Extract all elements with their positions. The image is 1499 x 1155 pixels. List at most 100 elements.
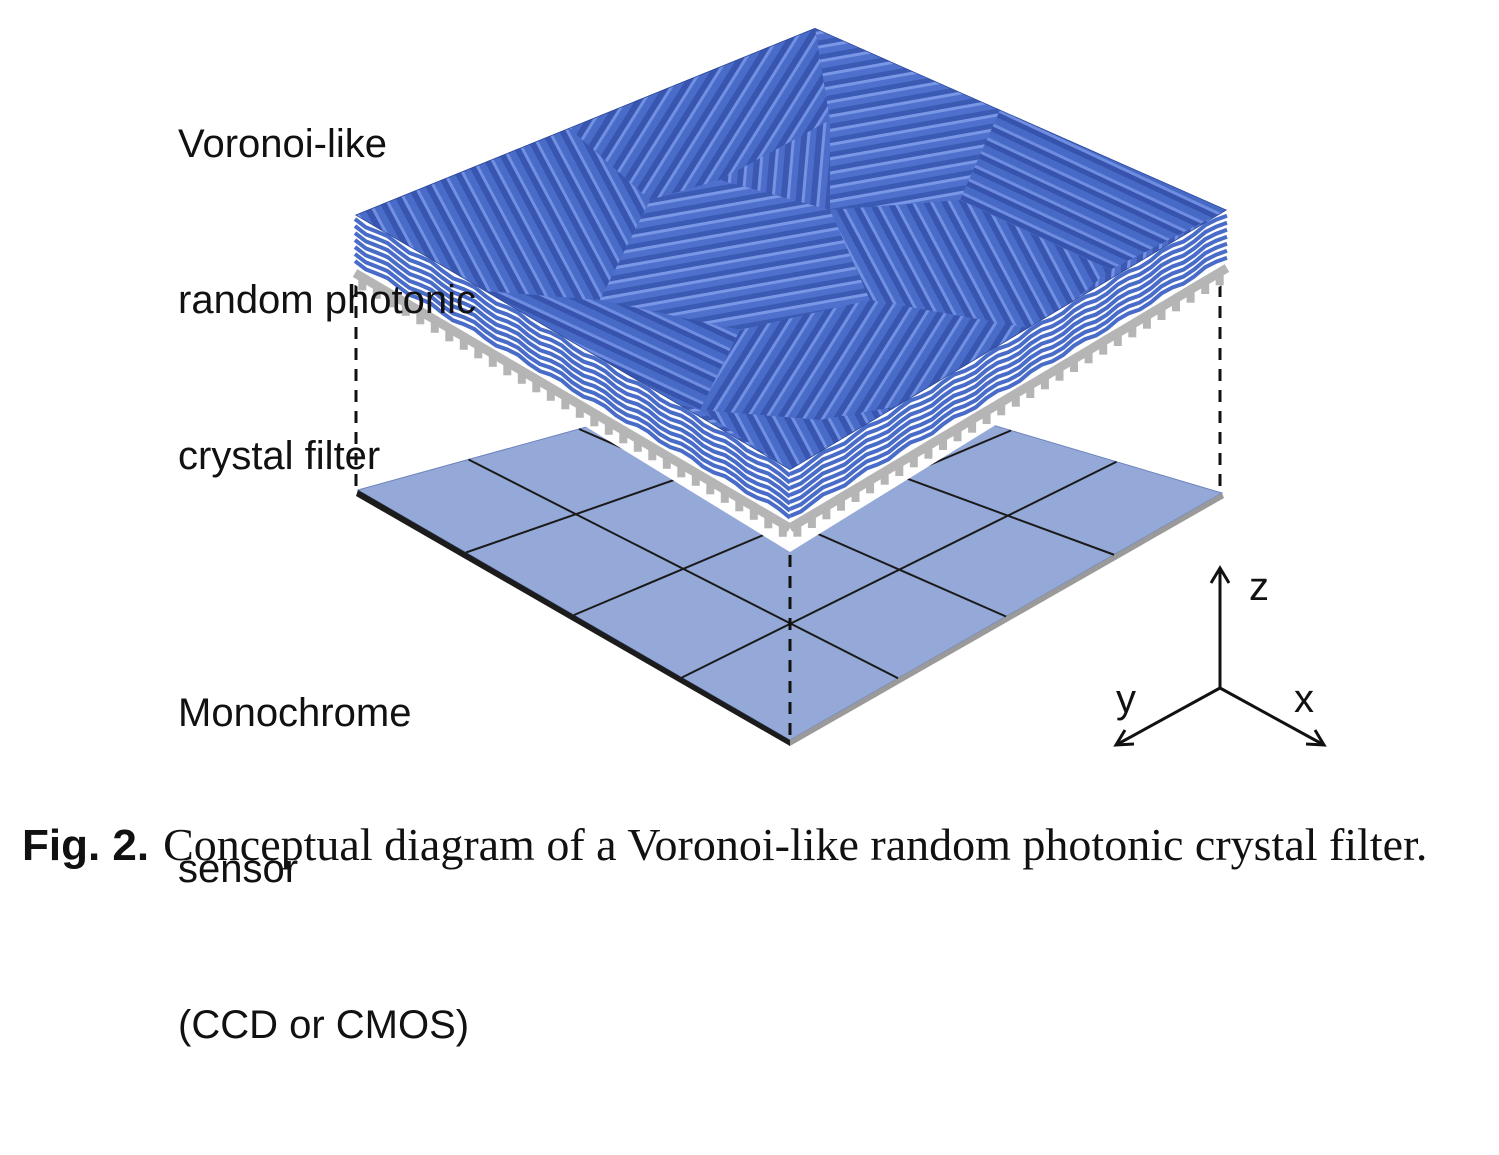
filter-substrate-tooth xyxy=(503,365,512,376)
filter-substrate-tooth xyxy=(445,331,454,342)
filter-substrate-tooth xyxy=(459,339,468,350)
filter-substrate-tooth xyxy=(590,416,599,427)
filter-top-outline xyxy=(355,28,1227,470)
voronoi-cell-5 xyxy=(960,110,1227,270)
filter-substrate-tooth xyxy=(1113,336,1122,346)
filter-substrate-tooth xyxy=(807,518,816,528)
filter-substrate-tooth xyxy=(372,288,381,299)
photonic-crystal-filter xyxy=(352,28,1230,552)
filter-label-line: random photonic xyxy=(178,278,476,322)
filter-substrate-tooth xyxy=(1128,327,1137,338)
sensor-grid-line xyxy=(468,458,899,680)
diagram-canvas: z x y xyxy=(352,28,1327,747)
sensor-label-line: Monochrome xyxy=(178,691,412,735)
filter-substrate xyxy=(352,269,793,532)
filter-substrate-tooth xyxy=(968,422,977,433)
filter-substrate-tooth xyxy=(1157,310,1166,320)
filter-layer-stripe xyxy=(353,231,792,492)
filter-substrate-tooth xyxy=(430,322,439,333)
filter-substrate-tooth xyxy=(546,390,555,401)
filter-substrate-tooth xyxy=(866,483,875,494)
filter-substrate-tooth xyxy=(387,297,396,308)
figure-caption: Fig. 2. Conceptual diagram of a Voronoi-l… xyxy=(22,818,1427,871)
filter-substrate-tooth xyxy=(1099,344,1108,355)
filter-layer-stripe xyxy=(353,217,792,478)
caption-prefix: Fig. 2. xyxy=(22,821,150,870)
filter-substrate-tooth xyxy=(691,475,700,486)
filter-label-line: Voronoi-like xyxy=(178,122,388,166)
filter-label: Voronoi-like random photonic crystal fil… xyxy=(178,14,476,586)
projection-lines xyxy=(354,285,1222,738)
filter-substrate-tooth xyxy=(909,457,918,468)
filter-substrate-tooth xyxy=(997,405,1006,416)
filter-substrate-tooth xyxy=(474,348,483,359)
filter-substrate-tooth xyxy=(924,448,933,459)
filter-layer-stripe xyxy=(789,213,1228,476)
filter-substrate-tooth xyxy=(488,356,497,367)
filter-substrate-tooth xyxy=(416,314,425,325)
sensor-label-line: (CCD or CMOS) xyxy=(178,1003,470,1047)
filter-layers-right xyxy=(787,213,1230,537)
filter-substrate-tooth xyxy=(677,467,686,478)
filter-layer-stripe xyxy=(789,234,1228,497)
filter-substrate-tooth xyxy=(1026,388,1035,398)
filter-substrate-tooth xyxy=(1215,275,1224,286)
filter-substrate-tooth xyxy=(1142,318,1151,329)
filter-layer-stripe xyxy=(353,259,792,520)
filter-substrate xyxy=(787,264,1230,532)
filter-substrate-tooth xyxy=(401,305,410,316)
filter-layer-stripe xyxy=(789,241,1228,504)
sensor-edge-right xyxy=(790,493,1224,746)
filter-substrate-tooth xyxy=(953,431,962,442)
x-axis-arrow xyxy=(1219,686,1325,747)
filter-substrate-tooth xyxy=(561,399,570,410)
sensor-edge-left xyxy=(356,490,790,746)
filter-substrate-tooth xyxy=(1011,396,1020,407)
filter-substrate-tooth xyxy=(633,441,642,452)
filter-substrate-tooth xyxy=(822,509,831,520)
voronoi-cell-6 xyxy=(600,180,870,330)
filter-substrate-tooth xyxy=(648,450,657,461)
filter-layer-stripe xyxy=(789,220,1228,483)
filter-substrate-tooth xyxy=(1040,379,1049,390)
figure: z x y Voronoi-like random photonic cryst… xyxy=(22,14,1427,1047)
filter-substrate-tooth xyxy=(532,382,541,393)
monochrome-sensor xyxy=(356,367,1224,746)
filter-layer-stripe xyxy=(353,252,792,513)
x-axis-label: x xyxy=(1294,677,1314,721)
filter-substrate-tooth xyxy=(1172,301,1180,312)
filter-substrate-tooth xyxy=(604,424,613,435)
filter-top-surface xyxy=(355,28,1227,470)
sensor-label-line: sensor xyxy=(178,847,299,891)
filter-layer-stripe xyxy=(353,245,792,506)
filter-substrate-tooth xyxy=(880,474,889,485)
filter-substrate-tooth xyxy=(793,526,802,537)
y-axis-label: y xyxy=(1116,677,1136,721)
filter-substrate-tooth xyxy=(851,492,860,502)
filter-substrate-tooth xyxy=(764,518,773,529)
filter-substrate-tooth xyxy=(720,492,729,503)
filter-label-line: crystal filter xyxy=(178,434,381,478)
y-axis-arrowhead xyxy=(1113,729,1135,747)
voronoi-cell-4 xyxy=(815,28,1000,210)
filter-substrate-tooth xyxy=(706,484,715,495)
filter-substrate-tooth xyxy=(749,509,758,520)
filter-substrate-tooth xyxy=(1201,284,1210,294)
y-axis-arrow xyxy=(1115,686,1221,747)
z-axis-arrowhead xyxy=(1209,565,1231,584)
caption-text: Conceptual diagram of a Voronoi-like ran… xyxy=(163,819,1428,870)
filter-substrate-tooth xyxy=(1186,292,1195,303)
filter-substrate-tooth xyxy=(517,373,526,384)
filter-layer-stripe xyxy=(353,224,792,485)
filter-layers-left xyxy=(352,217,793,537)
coordinate-axes xyxy=(1113,565,1327,747)
filter-layer-stripe xyxy=(789,248,1228,511)
voronoi-cell-2 xyxy=(355,120,650,300)
filter-substrate-tooth xyxy=(619,433,628,444)
voronoi-cell-7 xyxy=(830,200,1110,330)
filter-substrate-tooth xyxy=(358,280,367,291)
filter-layer-stripe xyxy=(789,227,1228,490)
x-axis-arrowhead xyxy=(1305,729,1327,747)
filter-layer-stripe xyxy=(789,255,1228,518)
filter-substrate-tooth xyxy=(575,407,584,418)
